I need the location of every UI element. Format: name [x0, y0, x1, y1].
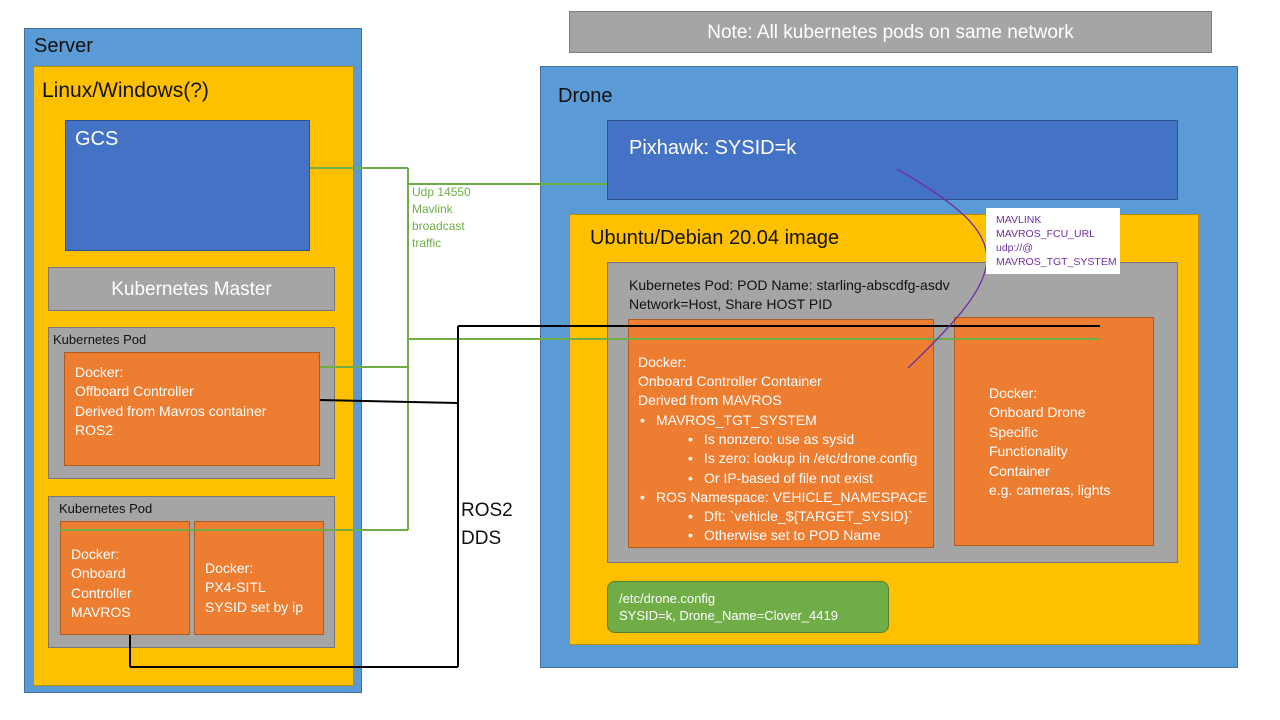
server-title: Server — [34, 35, 93, 57]
server-os-title: Linux/Windows(?) — [42, 79, 209, 102]
offboard-line: Derived from Mavros container — [75, 402, 267, 419]
px4-sitl-line: PX4-SITL — [205, 579, 266, 596]
drone-config-line: SYSID=k, Drone_Name=Clover_4419 — [619, 608, 838, 623]
drone-specific-line: Docker: — [989, 385, 1038, 401]
offboard-controller-docker: Docker: Offboard Controller Derived from… — [64, 352, 320, 466]
mavlink-callout: MAVLINK MAVROS_FCU_URL udp://@ MAVROS_TG… — [986, 208, 1120, 274]
udp-label-line: traffic — [412, 236, 442, 250]
drone-config-text: /etc/drone.config SYSID=k, Drone_Name=Cl… — [619, 590, 838, 624]
network-note-text: Note: All kubernetes pods on same networ… — [707, 22, 1074, 43]
pixhawk-box: Pixhawk: SYSID=k — [607, 120, 1178, 200]
drone-pod-line: Kubernetes Pod: POD Name: starling-abscd… — [629, 277, 950, 293]
kubernetes-master-label: Kubernetes Master — [111, 279, 272, 300]
onboard-controller-container: Docker: Onboard Controller Container Der… — [628, 319, 934, 548]
onboard-controller-mavros-text: Docker: Onboard Controller MAVROS — [71, 545, 132, 623]
drone-specific-line: e.g. cameras, lights — [989, 482, 1111, 499]
offboard-controller-text: Docker: Offboard Controller Derived from… — [75, 363, 266, 441]
drone-config-line: /etc/drone.config — [619, 591, 716, 606]
drone-specific-container: Docker: Onboard Drone Specific Functiona… — [954, 317, 1154, 546]
px4-sitl-line: SYSID set by ip — [205, 598, 304, 615]
server-pod-2-label: Kubernetes Pod — [59, 501, 153, 516]
onboard-mavros-line: Docker: — [71, 546, 120, 562]
bullet-item: Is nonzero: use as sysid — [638, 430, 927, 449]
bullet-item: Or IP-based of file not exist — [638, 469, 927, 488]
network-note: Note: All kubernetes pods on same networ… — [569, 11, 1212, 53]
mavlink-callout-line: MAVLINK — [996, 214, 1042, 226]
drone-specific-line: Container — [989, 462, 1050, 479]
pixhawk-title: Pixhawk: SYSID=k — [629, 137, 797, 159]
mavlink-callout-line: udp://@ — [996, 242, 1033, 254]
udp-label-line: Udp 14550 — [412, 185, 471, 199]
onboard-mavros-line: Controller — [71, 584, 132, 601]
drone-specific-text: Docker: Onboard Drone Specific Functiona… — [989, 384, 1110, 500]
ubuntu-image-title: Ubuntu/Debian 20.04 image — [590, 227, 840, 249]
server-pod-1-label: Kubernetes Pod — [53, 332, 147, 347]
bullet-item: Dft: `vehicle_${TARGET_SYSID}` — [638, 507, 927, 526]
onboard-mavros-line: Onboard — [71, 565, 126, 582]
px4-sitl-docker: Docker: PX4-SITL SYSID set by ip — [194, 521, 324, 635]
ros2-label-line: ROS2 — [461, 500, 513, 521]
drone-specific-line: Functionality — [989, 443, 1068, 460]
onboard-mavros-line: MAVROS — [71, 604, 131, 621]
bullet-item: ROS Namespace: VEHICLE_NAMESPACE — [638, 488, 927, 507]
offboard-line: Offboard Controller — [75, 383, 194, 400]
onboard-bullet-list: MAVROS_TGT_SYSTEM Is nonzero: use as sys… — [638, 411, 927, 546]
onboard-controller-intro: Docker: Onboard Controller Container Der… — [638, 353, 822, 411]
onboard-intro-line: Docker: — [638, 354, 687, 370]
offboard-line: ROS2 — [75, 422, 114, 439]
onboard-controller-mavros-docker: Docker: Onboard Controller MAVROS — [60, 521, 190, 635]
drone-title: Drone — [558, 85, 613, 107]
mavlink-callout-line: MAVROS_FCU_URL — [996, 228, 1095, 240]
mavlink-callout-line: MAVROS_TGT_SYSTEM — [996, 256, 1117, 268]
ros2-label-line: DDS — [461, 528, 502, 549]
kubernetes-master-box: Kubernetes Master — [48, 267, 335, 311]
gcs-box: GCS — [65, 120, 310, 251]
drone-specific-line: Onboard Drone — [989, 404, 1086, 421]
offboard-line: Docker: — [75, 364, 124, 380]
bullet-item: MAVROS_TGT_SYSTEM — [638, 411, 927, 430]
onboard-intro-line: Onboard Controller Container — [638, 373, 822, 390]
px4-sitl-line: Docker: — [205, 560, 254, 576]
drone-config-box: /etc/drone.config SYSID=k, Drone_Name=Cl… — [607, 581, 889, 633]
bullet-item: Otherwise set to POD Name — [638, 526, 927, 545]
udp-label: Udp 14550 Mavlink broadcast traffic — [412, 184, 471, 252]
udp-label-line: Mavlink — [412, 202, 453, 216]
drone-pod-line: Network=Host, Share HOST PID — [629, 296, 833, 312]
mavlink-callout-text: MAVLINK MAVROS_FCU_URL udp://@ MAVROS_TG… — [996, 213, 1117, 269]
drone-specific-line: Specific — [989, 423, 1039, 440]
ros2-dds-label: ROS2 DDS — [461, 497, 513, 553]
udp-label-line: broadcast — [412, 219, 465, 233]
gcs-title: GCS — [75, 128, 119, 150]
bullet-item: Is zero: lookup in /etc/drone.config — [638, 449, 927, 468]
drone-pod-label: Kubernetes Pod: POD Name: starling-abscd… — [629, 276, 950, 314]
px4-sitl-text: Docker: PX4-SITL SYSID set by ip — [205, 559, 303, 617]
onboard-intro-line: Derived from MAVROS — [638, 392, 782, 409]
